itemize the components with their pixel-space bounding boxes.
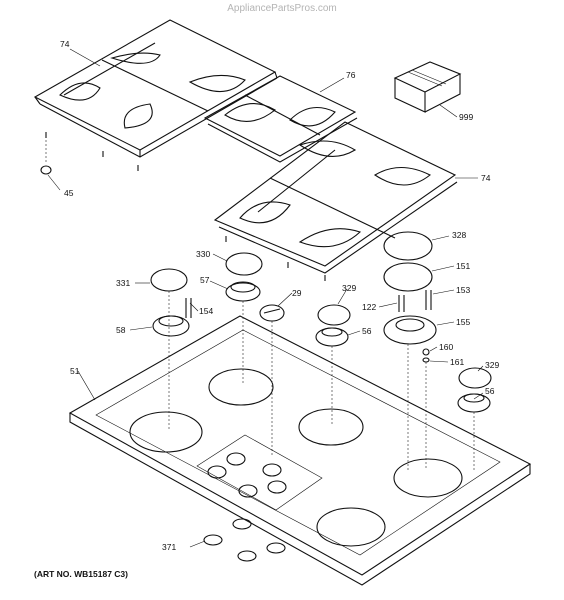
callout-56: 56 xyxy=(362,326,372,336)
rubber-foot xyxy=(40,140,52,175)
grommets xyxy=(203,518,286,562)
control-knob-loose xyxy=(259,304,285,322)
grate-middle xyxy=(203,75,358,163)
cooktop-tray xyxy=(68,315,532,586)
callout-29: 29 xyxy=(292,288,302,298)
parts-box xyxy=(393,61,462,113)
callout-330: 330 xyxy=(196,249,210,259)
callout-151: 151 xyxy=(456,261,470,271)
callout-labels: 74 76 999 45 74 330 328 331 57 29 329 15… xyxy=(60,39,499,552)
leader-lines xyxy=(47,48,484,548)
callout-51: 51 xyxy=(70,366,80,376)
callout-329: 329 xyxy=(342,283,356,293)
burner-caps xyxy=(150,231,492,389)
callout-161: 161 xyxy=(450,357,464,367)
callout-329: 329 xyxy=(485,360,499,370)
burner-heads xyxy=(152,281,491,413)
assembly-lines xyxy=(168,291,475,470)
callout-58: 58 xyxy=(116,325,126,335)
callout-999: 999 xyxy=(459,112,473,122)
callout-74: 74 xyxy=(60,39,70,49)
grate-right xyxy=(213,121,458,281)
callout-74: 74 xyxy=(481,173,491,183)
callout-45: 45 xyxy=(64,188,74,198)
callout-331: 331 xyxy=(116,278,130,288)
callout-57: 57 xyxy=(200,275,210,285)
callout-154: 154 xyxy=(199,306,213,316)
grate-left xyxy=(33,19,278,171)
callout-328: 328 xyxy=(452,230,466,240)
watermark: AppliancePartsPros.com xyxy=(227,3,337,14)
art-number: (ART NO. WB15187 C3) xyxy=(34,569,128,579)
callout-56: 56 xyxy=(485,386,495,396)
callout-160: 160 xyxy=(439,342,453,352)
callout-122: 122 xyxy=(362,302,376,312)
callout-76: 76 xyxy=(346,70,356,80)
callout-155: 155 xyxy=(456,317,470,327)
callout-153: 153 xyxy=(456,285,470,295)
callout-371: 371 xyxy=(162,542,176,552)
